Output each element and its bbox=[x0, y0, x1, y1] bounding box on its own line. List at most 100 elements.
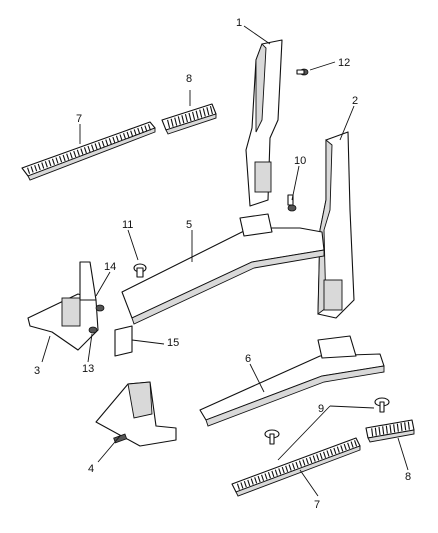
rib-line bbox=[209, 106, 213, 115]
rib-line bbox=[87, 145, 91, 153]
callout-7-upper: 7 bbox=[76, 113, 82, 125]
rib-line bbox=[285, 465, 289, 473]
rib-line bbox=[400, 422, 403, 432]
rib-line bbox=[404, 422, 407, 431]
clip-14 bbox=[95, 304, 105, 312]
pillar-trim-1 bbox=[245, 39, 283, 207]
rib-line bbox=[295, 461, 299, 469]
rib-line bbox=[184, 114, 188, 123]
rib-line bbox=[278, 468, 282, 475]
rib-line bbox=[326, 450, 330, 457]
rib-line bbox=[137, 127, 141, 135]
rib-line bbox=[385, 425, 388, 434]
rib-line bbox=[126, 131, 130, 139]
push-pin-11 bbox=[133, 263, 147, 278]
scuff-plate-upper-small bbox=[161, 103, 217, 135]
scuff-plate-lower bbox=[231, 437, 361, 497]
callout-13: 13 bbox=[82, 363, 94, 375]
rib-line bbox=[309, 456, 313, 464]
bracket-4 bbox=[95, 381, 177, 447]
rib-line bbox=[181, 115, 185, 124]
rib-line bbox=[347, 442, 351, 450]
callout-2: 2 bbox=[352, 95, 358, 107]
sill-trim-5 bbox=[121, 213, 325, 325]
callout-7-lower: 7 bbox=[314, 499, 320, 511]
rib-line bbox=[202, 108, 206, 117]
rib-line bbox=[66, 153, 70, 160]
rib-line bbox=[389, 424, 392, 434]
rib-line bbox=[329, 449, 333, 456]
rib-line bbox=[188, 112, 192, 122]
clip-13 bbox=[88, 326, 98, 334]
callout-8-lower: 8 bbox=[405, 471, 411, 483]
callout-14: 14 bbox=[104, 261, 116, 273]
screw-12 bbox=[296, 68, 309, 76]
rib-line bbox=[62, 154, 66, 162]
scuff-plate-lower-small bbox=[365, 419, 415, 443]
callout-1: 1 bbox=[236, 17, 242, 29]
rib-line bbox=[354, 440, 358, 447]
rib-line bbox=[30, 166, 34, 173]
rib-line bbox=[336, 446, 340, 453]
rib-line bbox=[133, 129, 137, 136]
rib-line bbox=[98, 141, 102, 149]
rib-line bbox=[73, 150, 77, 158]
rib-line bbox=[108, 138, 112, 145]
rib-line bbox=[177, 116, 181, 125]
rib-line bbox=[140, 126, 144, 134]
callout-9: 9 bbox=[318, 403, 324, 415]
callout-4: 4 bbox=[88, 463, 94, 475]
rib-line bbox=[76, 149, 80, 157]
pillar-trim-2 bbox=[317, 131, 355, 319]
rib-line bbox=[292, 463, 296, 470]
rib-line bbox=[105, 139, 109, 146]
callout-3: 3 bbox=[34, 365, 40, 377]
sill-trim-6 bbox=[199, 335, 385, 427]
rib-line bbox=[101, 140, 105, 148]
rib-line bbox=[333, 447, 337, 455]
rib-line bbox=[271, 470, 275, 478]
rib-line bbox=[236, 483, 240, 490]
callout-11: 11 bbox=[122, 219, 133, 231]
rib-line bbox=[312, 455, 316, 462]
rib-line bbox=[302, 459, 306, 466]
rib-line bbox=[206, 107, 210, 116]
rib-line bbox=[199, 109, 203, 118]
rib-line bbox=[147, 124, 151, 131]
rib-line bbox=[305, 457, 309, 465]
rib-line bbox=[115, 135, 119, 142]
kick-panel-3 bbox=[27, 261, 99, 351]
callout-10: 10 bbox=[294, 155, 306, 167]
rib-line bbox=[80, 148, 84, 155]
rib-line bbox=[123, 133, 127, 140]
rib-line bbox=[130, 130, 134, 137]
rib-line bbox=[51, 158, 55, 165]
callout-5: 5 bbox=[186, 219, 192, 231]
screw-10 bbox=[287, 194, 297, 212]
rib-line bbox=[374, 427, 377, 436]
rib-line bbox=[37, 163, 41, 171]
callout-8-upper: 8 bbox=[186, 73, 192, 85]
rib-line bbox=[264, 473, 268, 480]
rib-line bbox=[44, 161, 48, 168]
rib-line bbox=[83, 147, 87, 154]
rib-line bbox=[267, 472, 271, 479]
scuff-plate-upper-left bbox=[21, 121, 156, 181]
rib-line bbox=[254, 477, 258, 484]
rib-line bbox=[288, 464, 292, 471]
rib-line bbox=[378, 426, 381, 436]
rib-line bbox=[174, 117, 178, 126]
plate-15 bbox=[114, 325, 133, 357]
rib-line bbox=[170, 118, 174, 127]
rib-line bbox=[261, 474, 265, 481]
rib-line bbox=[350, 441, 354, 448]
rib-line bbox=[382, 426, 385, 435]
rib-line bbox=[274, 469, 278, 476]
rib-line bbox=[59, 156, 63, 163]
rib-line bbox=[298, 460, 302, 467]
rib-line bbox=[27, 167, 31, 174]
rib-line bbox=[371, 428, 374, 437]
rib-line bbox=[69, 152, 73, 159]
rib-line bbox=[243, 480, 247, 488]
